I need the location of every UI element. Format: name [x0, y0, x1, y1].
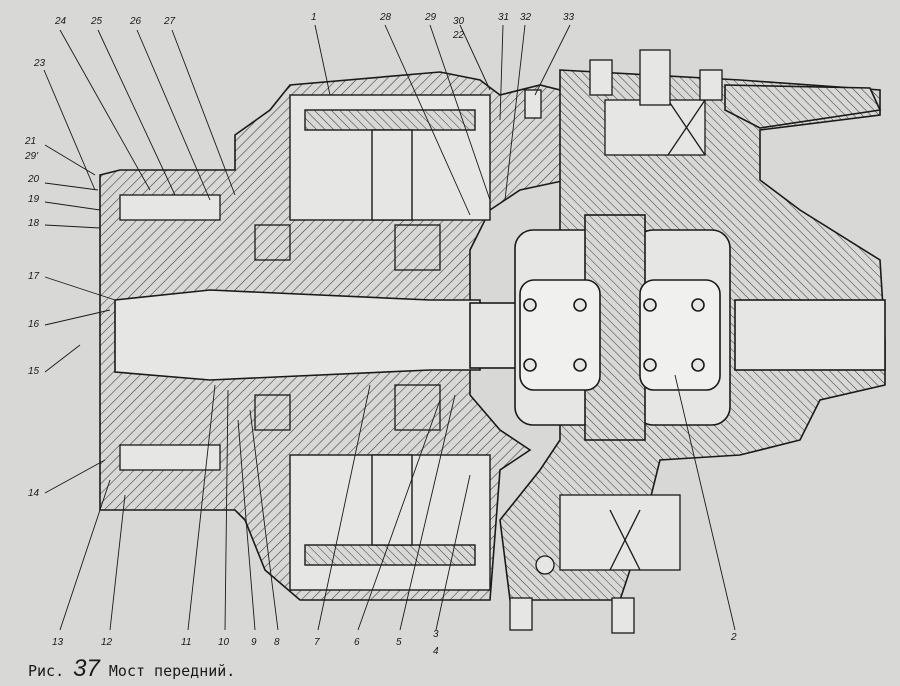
- callout-25: 25: [90, 16, 103, 27]
- callout-32: 32: [520, 12, 532, 23]
- callout-12: 12: [101, 637, 113, 648]
- caption-title: Мост передний.: [108, 662, 236, 680]
- callout-7: 7: [314, 637, 320, 648]
- callout-13: 13: [52, 637, 64, 648]
- callout-29: 29: [424, 12, 437, 23]
- callout-22: 22: [452, 30, 465, 41]
- callout-6: 6: [354, 637, 360, 648]
- callout-33: 33: [563, 12, 575, 23]
- callout-29-prime: 29': [24, 151, 39, 162]
- callout-14: 14: [28, 488, 40, 499]
- callout-27: 27: [163, 16, 176, 27]
- hub-bearings: [119, 194, 441, 471]
- cv-joint: [514, 214, 731, 441]
- callout-11: 11: [181, 637, 191, 648]
- callout-10: 10: [218, 637, 230, 648]
- callout-15: 15: [28, 366, 40, 377]
- figure-number: 37: [73, 655, 100, 682]
- callout-30: 30: [453, 16, 465, 27]
- callout-23: 23: [33, 58, 46, 69]
- callout-26: 26: [129, 16, 142, 27]
- callout-8: 8: [274, 637, 280, 648]
- callout-1: 1: [311, 12, 317, 23]
- callout-28: 28: [379, 12, 392, 23]
- brake-drum-section: [289, 94, 491, 591]
- callout-9: 9: [251, 637, 257, 648]
- leader-lines: [43, 24, 736, 631]
- callout-2: 2: [730, 632, 737, 643]
- callout-18: 18: [28, 218, 40, 229]
- kingpin-bearings: [509, 49, 723, 634]
- callout-16: 16: [28, 319, 40, 330]
- callout-numbers: 24 25 26 27 1 28 29 30 22 31 32 33 23 21…: [24, 12, 737, 657]
- callout-17: 17: [28, 271, 40, 282]
- callout-24: 24: [54, 16, 67, 27]
- callout-20: 20: [27, 174, 40, 185]
- callout-31: 31: [498, 12, 509, 23]
- callout-5: 5: [396, 637, 402, 648]
- callout-21: 21: [24, 136, 36, 147]
- callout-3: 3: [433, 629, 439, 640]
- caption-prefix: Рис.: [28, 662, 65, 680]
- callout-4: 4: [433, 646, 439, 657]
- figure-caption: Рис. 37 Мост передний.: [28, 655, 235, 683]
- callout-19: 19: [28, 194, 40, 205]
- axle-shaft: [114, 289, 886, 381]
